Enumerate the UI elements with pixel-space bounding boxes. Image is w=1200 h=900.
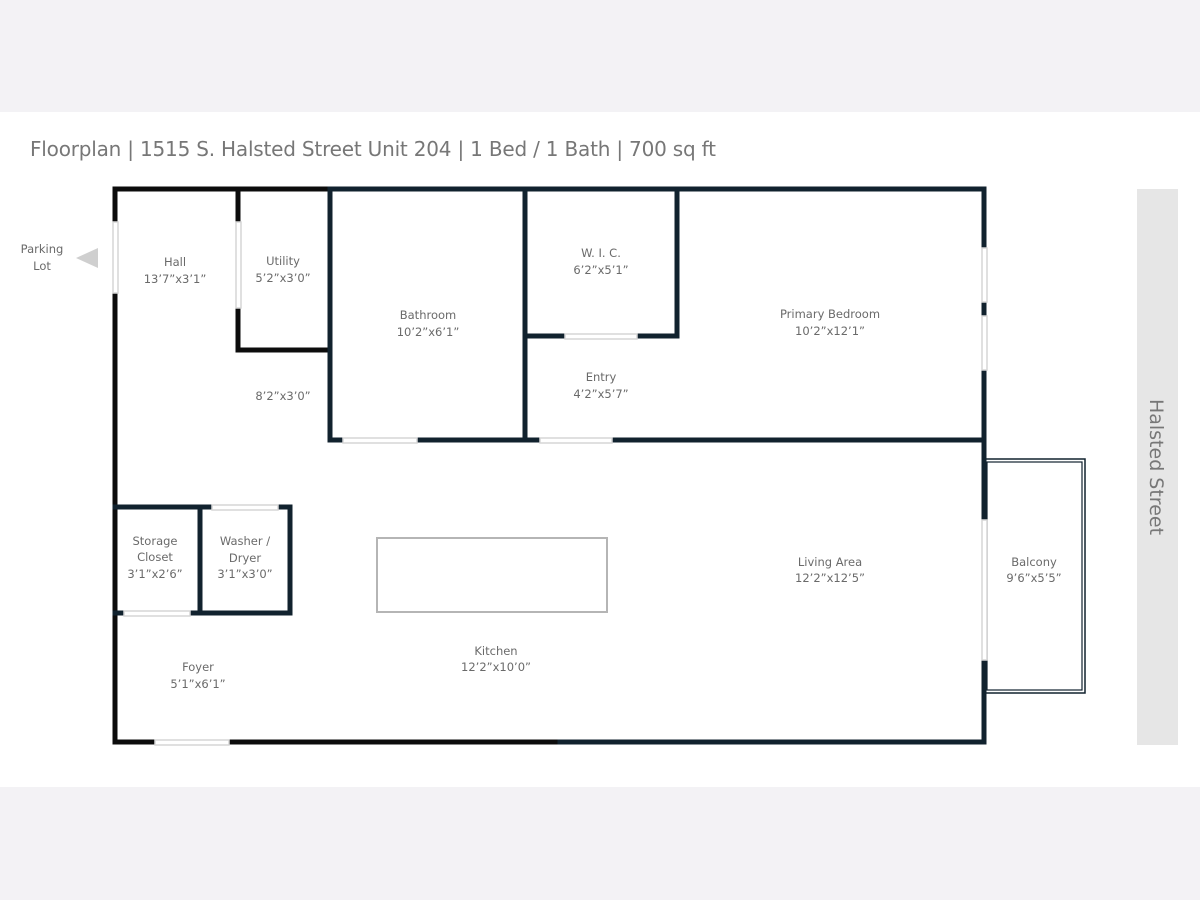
door-wic <box>564 333 638 340</box>
washer-name-1: Washer / <box>220 534 270 548</box>
street-label: Halsted Street <box>1145 399 1167 535</box>
kitchen-island <box>376 537 608 613</box>
hall-lower-dims: 8’2”x3’0” <box>255 389 310 403</box>
door-entry <box>539 437 613 444</box>
balcony-dims: 9’6”x5’5” <box>1006 571 1061 585</box>
storage-dims: 3’1”x2’6” <box>127 567 182 581</box>
storage-name-2: Closet <box>137 550 173 564</box>
arrow-left-icon <box>76 248 98 268</box>
living-name: Living Area <box>798 555 862 569</box>
wic-name: W. I. C. <box>581 246 621 260</box>
content-band <box>0 112 1200 787</box>
bedroom-name: Primary Bedroom <box>780 307 880 321</box>
foyer-name: Foyer <box>182 660 214 674</box>
utility-dims: 5’2”x3’0” <box>255 271 310 285</box>
parking-label-1: Parking <box>21 242 64 256</box>
walls <box>112 186 987 745</box>
door-washer <box>211 504 279 511</box>
bathroom-name: Bathroom <box>400 308 456 322</box>
door-utility <box>235 221 242 309</box>
door-hall-west <box>112 221 119 294</box>
page-title: Floorplan | 1515 S. Halsted Street Unit … <box>30 137 716 161</box>
wic-dims: 6’2”x5’1” <box>573 263 628 277</box>
window-bedroom-1 <box>981 247 988 303</box>
foyer-dims: 5’1”x6’1” <box>170 677 225 691</box>
bedroom-dims: 10’2”x12’1” <box>795 324 865 338</box>
door-foyer <box>154 739 230 746</box>
bathroom-dims: 10’2”x6’1” <box>397 325 460 339</box>
door-bathroom <box>342 437 418 444</box>
parking-label-2: Lot <box>33 259 51 273</box>
door-storage <box>123 610 191 617</box>
living-dims: 12’2”x12’5” <box>795 571 865 585</box>
door-balcony <box>981 519 988 661</box>
entry-name: Entry <box>586 370 617 384</box>
kitchen-name: Kitchen <box>474 644 517 658</box>
window-bedroom-2 <box>981 315 988 371</box>
entry-dims: 4’2”x5’7” <box>573 387 628 401</box>
balcony-name: Balcony <box>1011 555 1057 569</box>
room-labels: Hall 13’7”x3’1” Utility 5’2”x3’0” 8’2”x3… <box>127 246 1061 691</box>
kitchen-dims: 12’2”x10’0” <box>461 660 531 674</box>
hall-name: Hall <box>164 255 186 269</box>
washer-name-2: Dryer <box>229 551 261 565</box>
utility-name: Utility <box>266 254 300 268</box>
hall-dims: 13’7”x3’1” <box>144 272 207 286</box>
storage-name-1: Storage <box>133 534 178 548</box>
street-strip <box>1137 189 1178 745</box>
openings <box>112 221 988 746</box>
washer-dims: 3’1”x3’0” <box>217 567 272 581</box>
